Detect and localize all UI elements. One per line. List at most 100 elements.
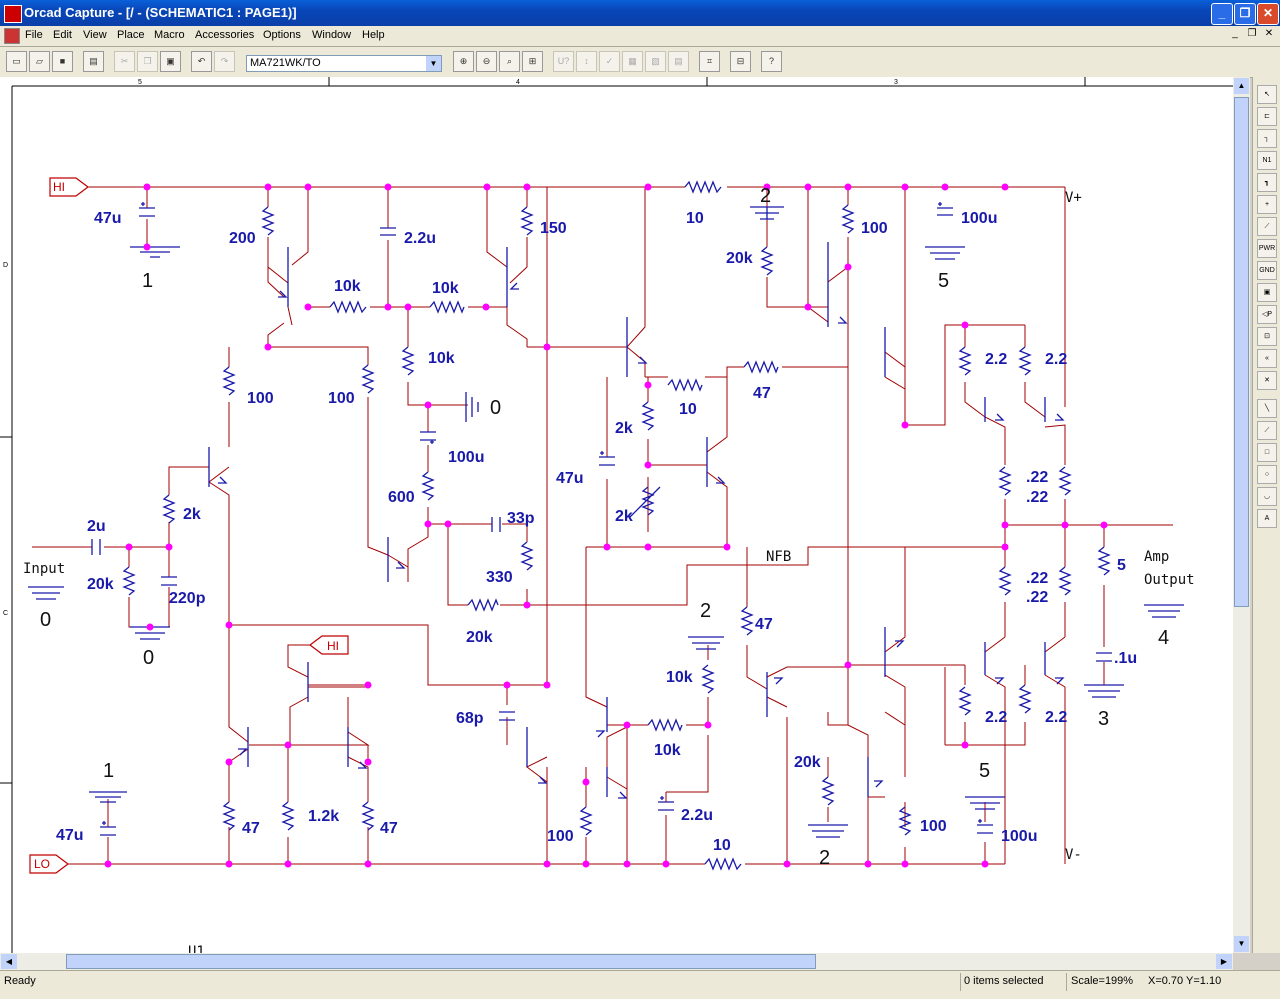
horizontal-scroll-thumb[interactable]	[66, 954, 816, 969]
value-c-2u: 2u	[87, 518, 106, 535]
part-combo[interactable]: MA721WK/TO ▼	[246, 55, 442, 72]
restore-button[interactable]: ❐	[1234, 3, 1256, 25]
value-r-100-left: 100	[247, 390, 274, 407]
place-net-alias-icon[interactable]: N1	[1257, 151, 1277, 170]
horizontal-scrollbar[interactable]: ◀ ▶	[0, 953, 1233, 970]
place-wire-icon[interactable]: ┐	[1257, 129, 1277, 148]
scroll-up-icon[interactable]: ▲	[1234, 78, 1249, 94]
document-icon[interactable]	[4, 28, 20, 44]
help-icon[interactable]: ?	[761, 51, 782, 72]
menu-file[interactable]: File	[25, 29, 43, 41]
place-polyline-icon[interactable]: ⟋	[1257, 421, 1277, 440]
select-tool-icon[interactable]: ↖	[1257, 85, 1277, 104]
print-icon[interactable]: ▤	[83, 51, 104, 72]
menu-window[interactable]: Window	[312, 29, 352, 41]
ruler-top-3: 3	[894, 79, 898, 86]
value-r-022-b: .22	[1026, 489, 1048, 506]
place-text-icon[interactable]: A	[1257, 509, 1277, 528]
net-label-1-bottom: 1	[103, 760, 114, 782]
mdi-restore-button[interactable]: ❐	[1247, 28, 1257, 39]
rail-label-vminus: V-	[1065, 847, 1082, 863]
menu-options[interactable]: Options	[263, 29, 301, 41]
value-r-2-2-d: 2.2	[1045, 709, 1067, 726]
bill-of-materials-icon[interactable]: ▤	[668, 51, 689, 72]
place-ground-icon[interactable]: GND	[1257, 261, 1277, 280]
menu-macro[interactable]: Macro	[154, 29, 185, 41]
net-label-0-input-gnd: 0	[143, 647, 154, 669]
status-coords: X=0.70 Y=1.10	[1148, 975, 1222, 987]
place-no-connect-icon[interactable]: ✕	[1257, 371, 1277, 390]
zoom-area-icon[interactable]: ⌕	[499, 51, 520, 72]
chevron-down-icon[interactable]: ▼	[426, 56, 441, 71]
scroll-left-icon[interactable]: ◀	[1, 954, 17, 969]
part-combo-value: MA721WK/TO	[250, 57, 321, 69]
value-r-10k-a: 10k	[334, 278, 361, 295]
vertical-scroll-thumb[interactable]	[1234, 97, 1249, 607]
menu-help[interactable]: Help	[362, 29, 385, 41]
orcad-app-icon[interactable]	[4, 5, 22, 23]
status-scale: Scale=199%	[1071, 975, 1134, 987]
zoom-in-icon[interactable]: ⊕	[453, 51, 474, 72]
port-hi-2[interactable]	[309, 635, 349, 655]
port-hi-label: HI	[53, 180, 65, 194]
toolbar: ▭ ▱ ■ ▤ ✂ ❐ ▣ ↶ ↷ MA721WK/TO ▼ ⊕ ⊖ ⌕ ⊞ U…	[0, 47, 1280, 78]
place-ellipse-icon[interactable]: ○	[1257, 465, 1277, 484]
value-r-100-vas: 100	[547, 828, 574, 845]
scroll-down-icon[interactable]: ▼	[1234, 936, 1249, 952]
place-junction-icon[interactable]: +	[1257, 195, 1277, 214]
menu-place[interactable]: Place	[117, 29, 145, 41]
scroll-right-icon[interactable]: ▶	[1216, 954, 1232, 969]
value-r-1-2k: 1.2k	[308, 808, 339, 825]
netlist-icon[interactable]: ▦	[622, 51, 643, 72]
port-hi[interactable]	[49, 177, 89, 197]
menu-edit[interactable]: Edit	[53, 29, 72, 41]
menu-view[interactable]: View	[83, 29, 107, 41]
place-rectangle-icon[interactable]: □	[1257, 443, 1277, 462]
place-bus-icon[interactable]: ┓	[1257, 173, 1277, 192]
zoom-out-icon[interactable]: ⊖	[476, 51, 497, 72]
place-power-icon[interactable]: PWR	[1257, 239, 1277, 258]
copy-icon[interactable]: ❐	[137, 51, 158, 72]
place-off-page-connector-icon[interactable]: «	[1257, 349, 1277, 368]
value-r-10k-low: 10k	[654, 742, 681, 759]
drc-icon[interactable]: ✓	[599, 51, 620, 72]
undo-icon[interactable]: ↶	[191, 51, 212, 72]
place-hierarchical-block-icon[interactable]: ▣	[1257, 283, 1277, 302]
snap-to-grid-icon[interactable]: ⌗	[699, 51, 720, 72]
place-port-icon[interactable]: ◁P	[1257, 305, 1277, 324]
vertical-scrollbar[interactable]: ▲ ▼	[1233, 77, 1250, 953]
save-icon[interactable]: ■	[52, 51, 73, 72]
mdi-minimize-button[interactable]: _	[1232, 28, 1238, 39]
paste-icon[interactable]: ▣	[160, 51, 181, 72]
menu-accessories[interactable]: Accessories	[195, 29, 255, 41]
place-arc-icon[interactable]: ◡	[1257, 487, 1277, 506]
components	[28, 180, 1184, 871]
redo-icon[interactable]: ↷	[214, 51, 235, 72]
value-r-2-2-b: 2.2	[1045, 351, 1067, 368]
value-r-10-mid: 10	[679, 401, 697, 418]
value-c-47u-mid: 47u	[556, 470, 584, 487]
value-r-10k-b: 10k	[432, 280, 459, 297]
new-icon[interactable]: ▭	[6, 51, 27, 72]
minimize-button[interactable]: _	[1211, 3, 1233, 25]
annotate-icon[interactable]: U?	[553, 51, 574, 72]
port-lo[interactable]	[29, 854, 69, 874]
place-line-icon[interactable]: ╲	[1257, 399, 1277, 418]
net-label-5-bottom: 5	[979, 760, 990, 782]
schematic-canvas[interactable]: 5 4 3 D C	[0, 77, 1233, 953]
close-button[interactable]: ✕	[1257, 3, 1279, 25]
cut-icon[interactable]: ✂	[114, 51, 135, 72]
place-pin-icon[interactable]: ⊡	[1257, 327, 1277, 346]
value-r-20k-fb: 20k	[466, 629, 493, 646]
mdi-close-button[interactable]: ✕	[1264, 28, 1274, 39]
project-manager-icon[interactable]: ⊟	[730, 51, 751, 72]
place-bus-entry-icon[interactable]: ⟋	[1257, 217, 1277, 236]
cross-reference-icon[interactable]: ▧	[645, 51, 666, 72]
back-annotate-icon[interactable]: ↕	[576, 51, 597, 72]
zoom-all-icon[interactable]: ⊞	[522, 51, 543, 72]
value-r-20k-top: 20k	[726, 250, 753, 267]
place-part-icon[interactable]: ⊏	[1257, 107, 1277, 126]
open-icon[interactable]: ▱	[29, 51, 50, 72]
net-label-1-top: 1	[142, 270, 153, 292]
ruler-left-d: D	[3, 262, 8, 269]
